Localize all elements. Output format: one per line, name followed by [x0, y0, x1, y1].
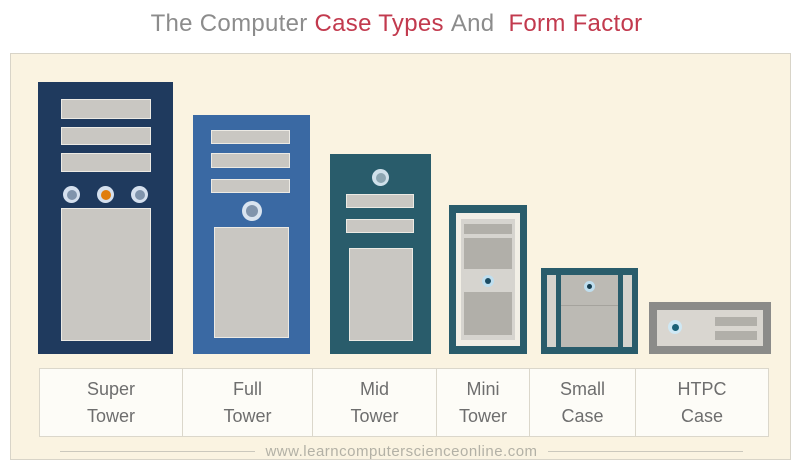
label-super-tower: Super Tower	[39, 368, 183, 437]
htpc-case-graphic	[649, 302, 771, 354]
front-panel	[461, 219, 515, 340]
front-panel	[349, 248, 413, 341]
label-line: Case	[561, 405, 604, 426]
drive-bay	[211, 153, 290, 168]
power-button-icon	[372, 169, 389, 186]
label-line: Case	[680, 405, 724, 426]
drive-bay	[715, 331, 757, 340]
button-dot	[66, 189, 77, 200]
front-panel	[61, 208, 151, 341]
full-tower-graphic	[193, 115, 310, 354]
drive-bay	[61, 153, 151, 172]
label-line: Super	[86, 378, 136, 399]
footer: www.learncomputerscienceonline.com	[11, 442, 792, 460]
power-button-icon	[482, 275, 494, 287]
drive-bay	[211, 179, 290, 193]
drive-bay	[715, 317, 757, 326]
vent-strip	[623, 275, 632, 347]
label-line: Tower	[86, 405, 135, 426]
button-dot	[134, 189, 145, 200]
footer-divider-line	[547, 450, 743, 452]
button-dot	[671, 323, 679, 331]
reset-button-icon	[97, 186, 114, 203]
mid-tower-graphic	[330, 154, 431, 354]
lower-panel	[464, 292, 512, 335]
label-line: HTPC	[677, 378, 727, 399]
label-line: Mini	[466, 378, 500, 399]
drive-bay	[346, 194, 414, 208]
inner-frame	[456, 213, 520, 346]
button-dot	[485, 278, 491, 284]
label-htpc-case: HTPC Case	[635, 368, 769, 437]
label-mini-tower: Mini Tower	[436, 368, 530, 437]
front-panel	[657, 310, 763, 346]
button-dot	[375, 172, 386, 183]
power-button-icon	[63, 186, 80, 203]
title-segment-gray: And	[450, 10, 495, 37]
button-dot	[246, 205, 258, 217]
diagram-panel: Super Tower Full Tower Mid Tower Mini To…	[10, 53, 791, 460]
label-full-tower: Full Tower	[182, 368, 313, 437]
footer-divider-line	[60, 450, 256, 452]
label-mid-tower: Mid Tower	[312, 368, 437, 437]
power-button-icon	[668, 320, 682, 334]
label-line: Full	[232, 378, 262, 399]
label-row: Super Tower Full Tower Mid Tower Mini To…	[39, 368, 769, 437]
label-line: Tower	[350, 405, 399, 426]
power-button-icon	[584, 281, 595, 292]
button-dot	[587, 284, 592, 289]
label-line: Mid	[359, 378, 389, 399]
title-segment-red: Form Factor	[508, 10, 643, 37]
front-panel	[561, 275, 618, 347]
footer-url: www.learncomputerscienceonline.com	[265, 442, 538, 460]
button-row	[38, 186, 173, 204]
power-button-icon	[131, 186, 148, 203]
super-tower-graphic	[38, 82, 173, 354]
vent-strip	[547, 275, 556, 347]
drive-bay	[464, 224, 512, 234]
label-line: Tower	[223, 405, 272, 426]
button-dot	[100, 189, 111, 200]
front-panel	[214, 227, 289, 338]
title-segment-gray: The Computer	[150, 10, 308, 37]
power-button-icon	[242, 201, 262, 221]
mini-tower-graphic	[449, 205, 527, 354]
label-line: Tower	[458, 405, 507, 426]
title-segment-red: Case Types	[314, 10, 444, 37]
drive-bay	[346, 219, 414, 233]
drive-bay	[211, 130, 290, 144]
drive-bay	[61, 127, 151, 145]
label-line: Small	[559, 378, 605, 399]
small-case-graphic	[541, 268, 638, 354]
drive-bay	[61, 99, 151, 119]
label-small-case: Small Case	[529, 368, 636, 437]
drive-bay	[464, 238, 512, 269]
panel-divider	[561, 305, 618, 306]
